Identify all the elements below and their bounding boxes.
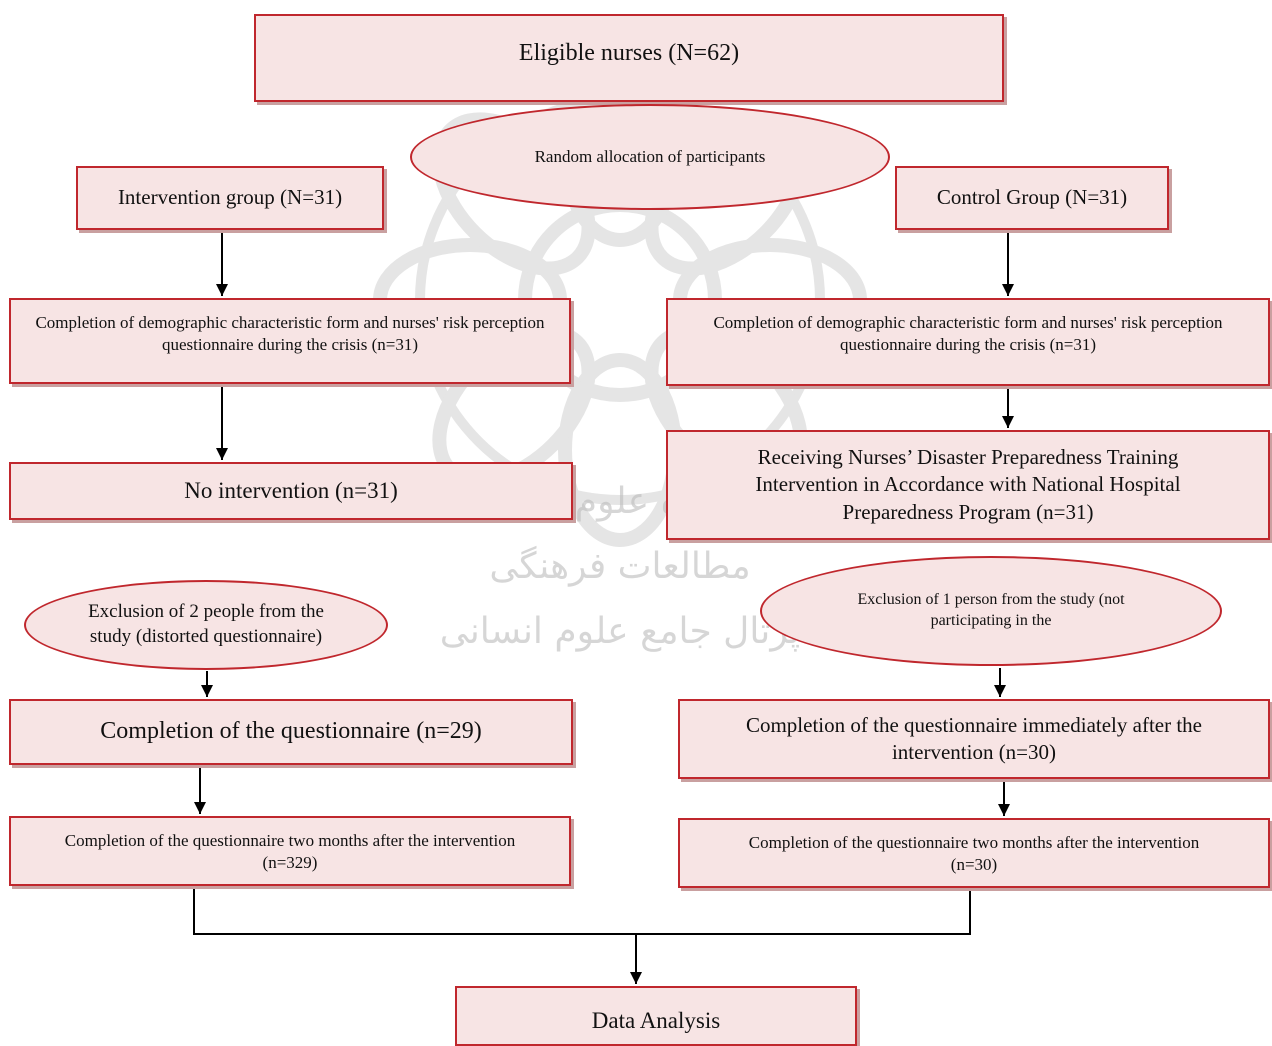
demographic-box-left: Completion of demographic characteristic… (9, 298, 571, 384)
no-intervention-box: No intervention (n=31) (9, 462, 573, 520)
exclusion-ellipse-right: Exclusion of 1 person from the study (no… (760, 556, 1222, 666)
completion-label-left: Completion of the questionnaire (n=29) (100, 718, 482, 745)
no-intervention-label: No intervention (n=31) (184, 478, 398, 504)
random-allocation-ellipse: Random allocation of participants (410, 104, 890, 210)
exclusion-ellipse-left: Exclusion of 2 people from the study (di… (24, 580, 388, 670)
intervention-group-label: Intervention group (N=31) (117, 185, 343, 210)
intervention-group-box: Intervention group (N=31) (76, 166, 384, 230)
eligible-nurses-box: Eligible nurses (N=62) (254, 14, 1004, 102)
demographic-box-right: Completion of demographic characteristic… (666, 298, 1270, 386)
two-months-label-left: Completion of the questionnaire two mont… (64, 831, 516, 873)
completion-label-right: Completion of the questionnaire immediat… (745, 712, 1203, 764)
completion-box-right: Completion of the questionnaire immediat… (678, 699, 1270, 779)
demographic-label-left: Completion of demographic characteristic… (35, 313, 545, 355)
control-group-box: Control Group (N=31) (895, 166, 1169, 230)
data-analysis-box: Data Analysis (455, 986, 857, 1046)
demographic-label-right: Completion of demographic characteristic… (713, 313, 1223, 355)
completion-box-left: Completion of the questionnaire (n=29) (9, 699, 573, 765)
training-box: Receiving Nurses’ Disaster Preparedness … (666, 430, 1270, 540)
merge-line (193, 888, 971, 935)
two-months-label-right: Completion of the questionnaire two mont… (748, 833, 1200, 875)
watermark-line-2: پرتال جامع علوم انسانی (439, 610, 801, 652)
two-months-box-right: Completion of the questionnaire two mont… (678, 818, 1270, 888)
eligible-nurses-label: Eligible nurses (N=62) (518, 40, 740, 66)
training-label: Receiving Nurses’ Disaster Preparedness … (755, 445, 1181, 524)
exclusion-label-right: Exclusion of 1 person from the study (no… (857, 591, 1125, 629)
exclusion-label-left: Exclusion of 2 people from the study (di… (88, 601, 324, 647)
random-allocation-label: Random allocation of participants (534, 146, 766, 166)
control-group-label: Control Group (N=31) (936, 185, 1128, 210)
data-analysis-label: Data Analysis (591, 1008, 721, 1033)
two-months-box-left: Completion of the questionnaire two mont… (9, 816, 571, 886)
